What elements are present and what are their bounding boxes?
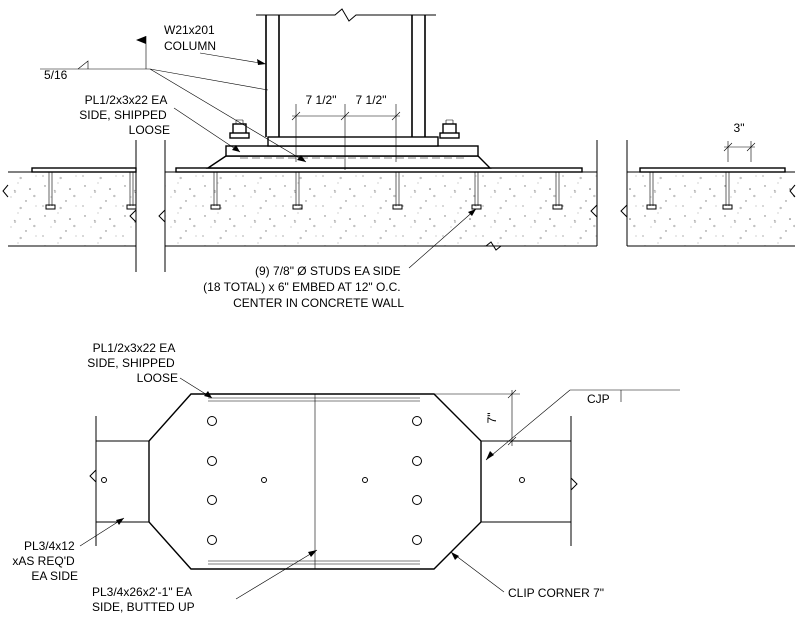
plan-holes bbox=[101, 416, 525, 545]
studs-elevation bbox=[45, 172, 733, 210]
elevation-view: 7 1/2" 7 1/2" 3" W21x201 COLUMN 5/16 PL1… bbox=[2, 8, 796, 310]
plan-view: 7" CJP PL1/2x3x22 EA SIDE, SHIPPED LOOSE… bbox=[12, 341, 680, 614]
dim-left-text: 7 1/2" bbox=[306, 93, 337, 107]
dim-right-text: 7 1/2" bbox=[356, 93, 387, 107]
pl26-label: PL3/4x26x2'-1" EA SIDE, BUTTED UP bbox=[92, 585, 195, 614]
dim-clip-text: 7" bbox=[485, 413, 499, 424]
pl-plan-label: PL1/2x3x22 EA SIDE, SHIPPED LOOSE bbox=[87, 341, 178, 385]
cjp-text: CJP bbox=[587, 392, 610, 406]
weld-size-text: 5/16 bbox=[44, 68, 68, 82]
concrete-middle bbox=[165, 172, 597, 246]
dim-edge-text: 3" bbox=[734, 121, 745, 135]
studs-label: (9) 7/8" Ø STUDS EA SIDE (18 TOTAL) x 6"… bbox=[203, 264, 404, 310]
pl-top-label: PL1/2x3x22 EA SIDE, SHIPPED LOOSE bbox=[79, 93, 170, 137]
anchor-bolts bbox=[229, 119, 460, 139]
clip-corner-label: CLIP CORNER 7" bbox=[508, 586, 604, 600]
concrete-left bbox=[8, 172, 136, 246]
column-label: W21x201 COLUMN bbox=[164, 23, 218, 53]
pl12-label: PL3/4x12 xAS REQ'D EA SIDE bbox=[12, 539, 78, 583]
